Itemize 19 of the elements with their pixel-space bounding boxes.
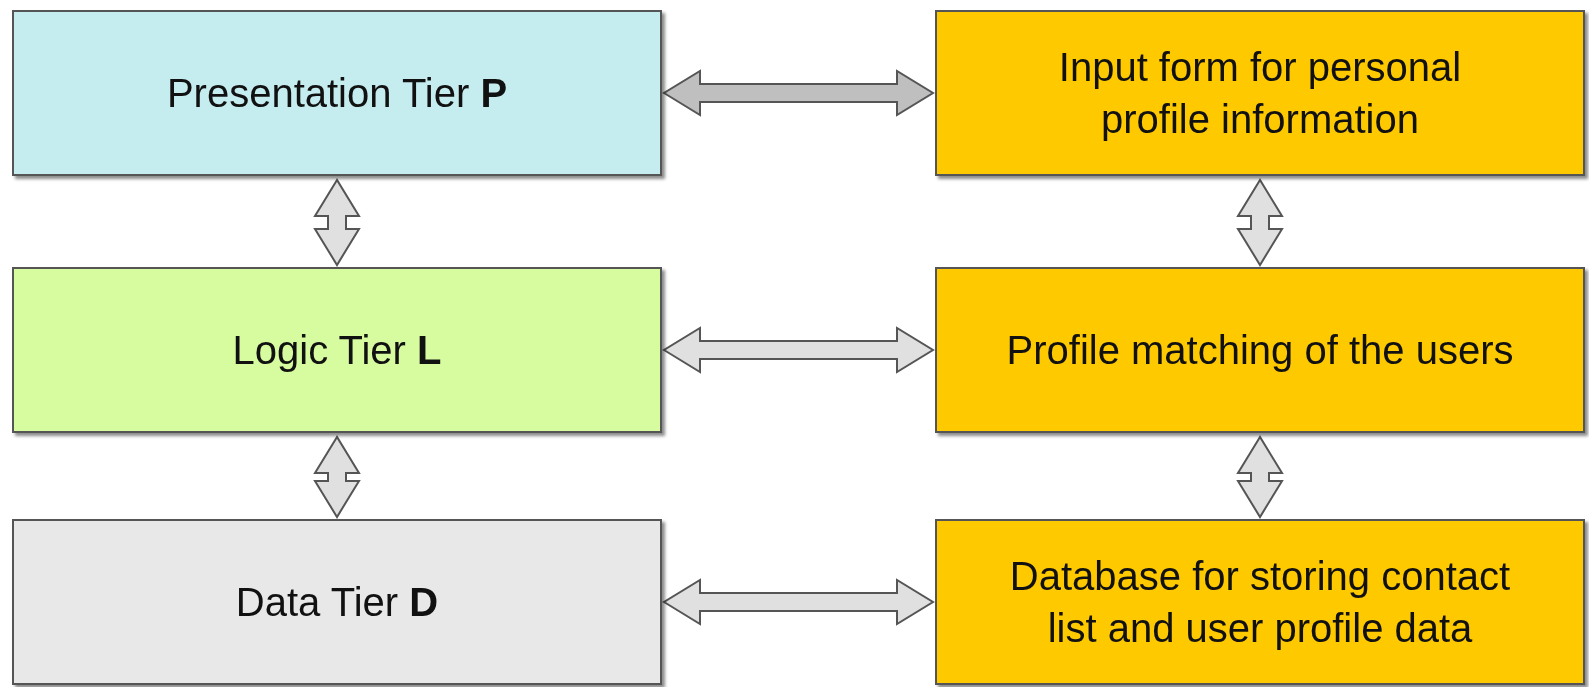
double-arrow <box>662 578 935 626</box>
box-label: Data Tier D <box>235 579 439 626</box>
box-label: Logic Tier L <box>232 327 442 374</box>
tier-box <box>12 267 662 433</box>
double-arrow <box>662 326 935 374</box>
double-arrow <box>313 178 361 267</box>
box-label: Profile matching of the users <box>1006 327 1514 374</box>
double-arrow <box>1236 435 1284 519</box>
double-arrow <box>1236 178 1284 267</box>
tier-box <box>935 10 1585 176</box>
double-arrow <box>662 69 935 117</box>
tier-box <box>935 519 1585 685</box>
tier-box <box>12 519 662 685</box>
tier-box <box>12 10 662 176</box>
box-label: Input form for personal profile information <box>1057 44 1463 143</box>
box-label: Database for storing contact list and user profile data <box>1008 553 1512 652</box>
box-label: Presentation Tier P <box>166 70 508 117</box>
tier-box <box>935 267 1585 433</box>
double-arrow <box>313 435 361 519</box>
